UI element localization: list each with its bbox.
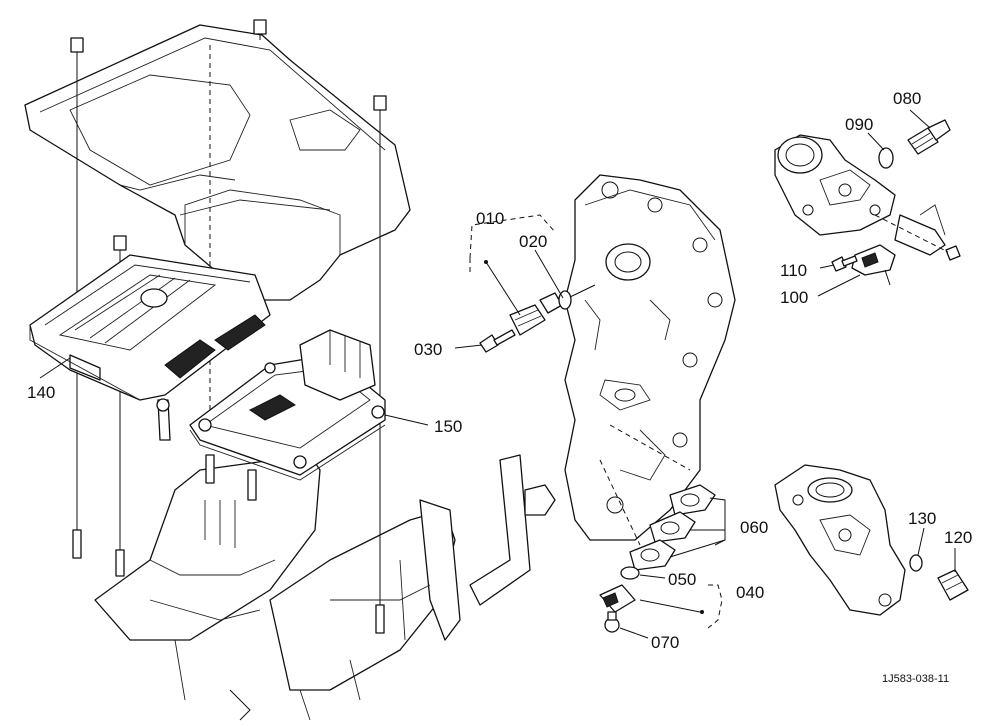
callout-090: 090 xyxy=(845,115,873,134)
bolt-030 xyxy=(479,329,516,353)
ecu-controller-150 xyxy=(189,329,386,481)
gasket-090 xyxy=(878,147,894,169)
sensor-080 xyxy=(907,119,951,155)
callout-130: 130 xyxy=(908,509,936,528)
callout-110: 110 xyxy=(780,261,807,280)
thermostat-housing xyxy=(774,134,896,236)
callout-120: 120 xyxy=(944,528,972,547)
callout-100: 100 xyxy=(780,288,808,307)
o-ring-050 xyxy=(620,566,640,580)
callout-030: 030 xyxy=(414,340,442,359)
callout-060: 060 xyxy=(740,518,768,537)
bracket-plate xyxy=(894,204,946,256)
callout-150: 150 xyxy=(434,417,462,436)
reference-code: 1J583-038-11 xyxy=(882,673,949,685)
mounting-bracket xyxy=(94,454,556,721)
sensor-120 xyxy=(937,569,969,601)
callout-020: 020 xyxy=(519,232,547,251)
top-cover xyxy=(24,24,411,430)
bolt-upper-right xyxy=(945,245,961,261)
water-flange-housing xyxy=(774,464,906,616)
callout-140: 140 xyxy=(27,383,55,402)
gaskets-060 xyxy=(629,484,716,571)
callout-010: 010 xyxy=(476,209,504,228)
ecu-controller-140 xyxy=(29,254,271,401)
sensor-070 xyxy=(599,584,636,633)
bolt-110 xyxy=(831,255,858,272)
callout-070: 070 xyxy=(651,633,679,652)
callout-080: 080 xyxy=(893,89,921,108)
gasket-130 xyxy=(909,554,923,572)
callout-040: 040 xyxy=(736,583,764,602)
callout-050: 050 xyxy=(668,570,696,589)
sensor-100 xyxy=(851,244,896,286)
gear-case xyxy=(564,174,736,541)
leader-lines xyxy=(39,109,956,639)
